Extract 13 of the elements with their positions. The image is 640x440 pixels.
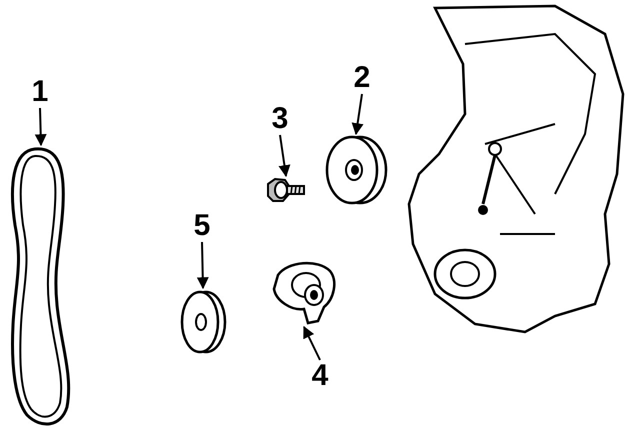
callout-number: 2: [350, 62, 374, 94]
leader-line: [196, 242, 209, 290]
callout-number: 3: [268, 103, 292, 135]
pulley-drawing: [324, 134, 388, 206]
idler-pulley-drawing: [178, 288, 228, 356]
callout-number: 4: [308, 360, 332, 392]
bolt-drawing: [265, 176, 307, 204]
leader-line: [352, 94, 364, 136]
leader-line: [278, 134, 290, 178]
callout-number: 5: [190, 210, 214, 242]
leader-line: [303, 326, 321, 360]
leader-line: [34, 108, 47, 146]
callout-number: 1: [28, 76, 52, 108]
